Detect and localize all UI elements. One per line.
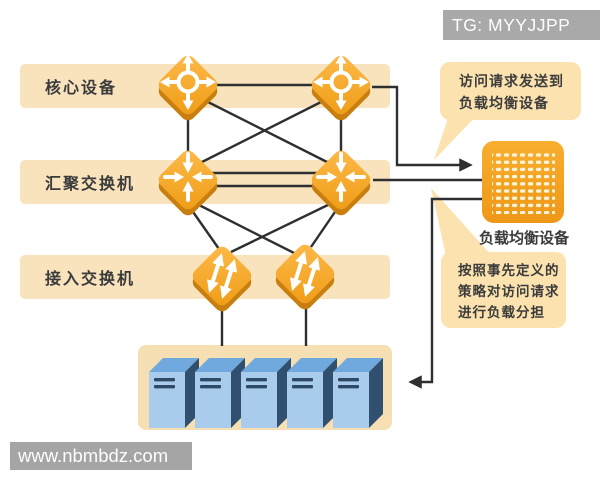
layer-label-aggregation: 汇聚交换机: [45, 176, 136, 193]
layer-label-access: 接入交换机: [45, 271, 136, 288]
callout-policy-distribution: 按照事先定义的 策略对访问请求 进行负载分担: [441, 252, 566, 328]
callout-top-tail: [434, 112, 480, 160]
callout-line: 负载均衡设备: [459, 95, 549, 111]
load-balancer-grid-icon: [482, 141, 564, 223]
server-icon: [149, 358, 199, 428]
load-balancer-device: [480, 139, 566, 225]
core-router-2: [305, 49, 377, 121]
load-balancer-label: 负载均衡设备: [478, 230, 569, 247]
aggregation-switch-1: [152, 144, 224, 216]
arrow-loadbalancer-to-servers: [408, 197, 482, 389]
link-agg2-acc1: [230, 201, 333, 254]
layer-label-core: 核心设备: [45, 80, 118, 97]
site-watermark-badge: www.nbmbdz.com: [10, 442, 192, 470]
workgroup-switch-icon: [192, 246, 252, 312]
server-icon: [333, 358, 383, 428]
core-router-1: [152, 49, 224, 121]
workgroup-switch-icon: [275, 244, 335, 310]
aggregation-switch-2: [305, 144, 377, 216]
router-icon: [311, 54, 371, 121]
tg-watermark-badge: TG: MYYJJPP: [443, 10, 600, 40]
router-icon: [158, 54, 218, 121]
callout-line: 按照事先定义的: [458, 263, 560, 278]
access-switch-2: [269, 238, 341, 310]
callout-line: 访问请求发送到: [459, 73, 564, 89]
callout-line: 策略对访问请求: [458, 284, 560, 299]
callout-request-sent: 访问请求发送到 负载均衡设备: [440, 62, 581, 120]
server-icon: [241, 358, 291, 428]
link-agg1-acc1: [190, 208, 220, 250]
callout-bottom-tail: [431, 188, 492, 256]
server-group: [149, 356, 383, 430]
multilayer-switch-icon: [158, 150, 218, 216]
link-agg2-acc2: [310, 208, 338, 248]
arrow-core-to-loadbalancer: [372, 85, 473, 172]
link-core2-agg1: [199, 97, 328, 165]
server-icon: [287, 358, 337, 428]
server-icon: [195, 358, 245, 428]
callout-line: 进行负载分担: [458, 305, 545, 320]
link-agg1-acc2: [196, 202, 297, 256]
access-switch-1: [186, 240, 258, 312]
multilayer-switch-icon: [311, 150, 371, 216]
